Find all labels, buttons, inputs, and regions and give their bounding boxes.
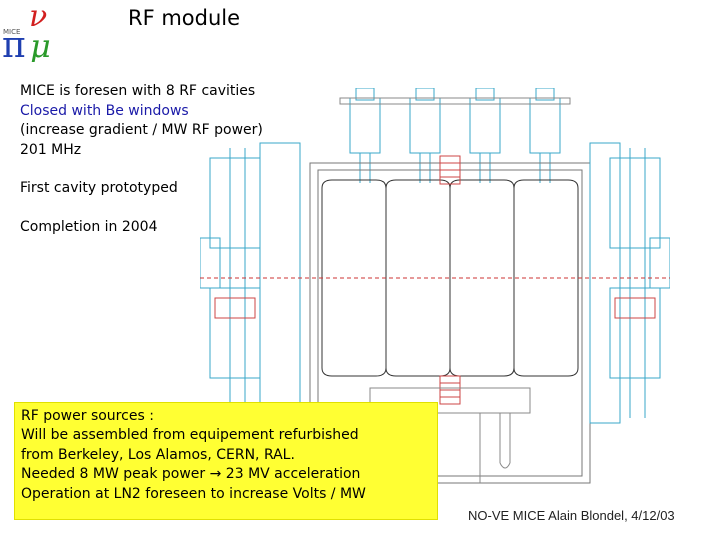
rf-cavities <box>321 179 579 377</box>
page-title: RF module <box>128 6 241 30</box>
bullet-frequency: 201 MHz <box>20 141 82 158</box>
arrow-icon: → <box>209 466 222 483</box>
note-line-ln2: Operation at LN2 foreseen to increase Vo… <box>21 485 366 502</box>
bullet-cavities: MICE is foresen with 8 RF cavities <box>20 83 256 99</box>
coils-right <box>589 142 670 424</box>
logo-nu: ν <box>29 0 47 34</box>
note-line-power: Needed 8 MW peak power → 23 MV accelerat… <box>21 465 431 484</box>
bullet-prototype: First cavity prototyped <box>20 180 178 196</box>
note-power-after: 23 MV acceleration <box>221 466 361 483</box>
mice-logo: ν π μ MICE <box>2 0 51 62</box>
bullet-list: MICE is foresen with 8 RF cavities Close… <box>20 82 263 237</box>
bullet-be-windows: Closed with Be windows <box>20 102 189 119</box>
note-power-before: Needed 8 MW peak power <box>21 466 210 483</box>
footer-credit: NO-VE MICE Alain Blondel, 4/12/03 <box>468 508 675 523</box>
logo-mu: μ <box>30 27 51 62</box>
bullet-gradient: (increase gradient / MW RF power) <box>20 122 263 138</box>
note-line-labs: from Berkeley, Los Alamos, CERN, RAL. <box>21 446 295 463</box>
rf-coupler-ports <box>339 88 571 183</box>
logo-pi: π <box>2 25 26 62</box>
rf-module-drawing <box>200 88 670 484</box>
note-heading: RF power sources : <box>21 408 154 424</box>
rf-power-note: RF power sources : Will be assembled fro… <box>14 402 438 520</box>
logo-text: MICE <box>3 28 20 36</box>
note-line-refurbished: Will be assembled from equipement refurb… <box>21 427 359 444</box>
window-blocks <box>439 155 461 405</box>
bullet-completion: Completion in 2004 <box>20 218 158 235</box>
